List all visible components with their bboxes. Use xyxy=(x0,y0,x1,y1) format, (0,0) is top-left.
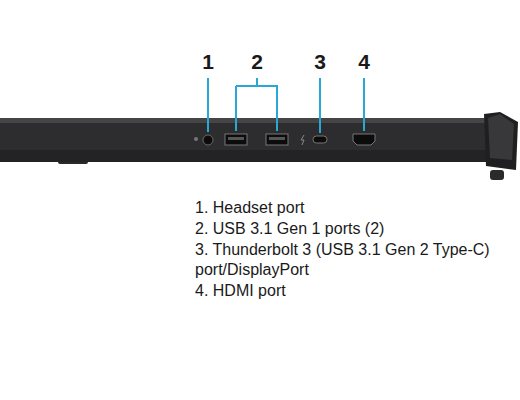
bracket xyxy=(236,85,278,87)
callout-number: 2 xyxy=(245,50,269,74)
leader-line xyxy=(235,86,237,131)
legend-item: 4. HDMI port xyxy=(195,281,507,301)
leader-line xyxy=(319,78,321,133)
leader-line xyxy=(207,78,209,132)
thunderbolt-port xyxy=(313,136,327,143)
leader-line xyxy=(256,78,258,86)
usb-port xyxy=(266,134,288,145)
callout-number: 3 xyxy=(308,50,332,74)
callout-number: 4 xyxy=(352,50,376,74)
rubber-foot xyxy=(490,170,504,180)
leader-line xyxy=(276,86,278,131)
legend-item: 1. Headset port xyxy=(195,198,507,218)
laptop-body xyxy=(0,118,488,162)
callout-number: 1 xyxy=(196,50,220,74)
usb-tongue xyxy=(269,137,285,140)
headset-icon xyxy=(194,137,198,141)
legend-item: 2. USB 3.1 Gen 1 ports (2) xyxy=(195,219,507,239)
usb-tongue xyxy=(228,137,244,140)
headset-jack xyxy=(203,135,213,145)
hinge xyxy=(484,112,518,170)
hdmi-port xyxy=(353,134,375,145)
thunderbolt-icon xyxy=(301,135,304,145)
body-bottom-edge xyxy=(0,150,488,162)
body-top-edge xyxy=(0,118,488,123)
hinge-face xyxy=(488,114,514,160)
leader-line xyxy=(363,78,365,131)
legend-item: 3. Thunderbolt 3 (USB 3.1 Gen 2 Type-C) … xyxy=(195,240,507,280)
usb-port xyxy=(225,134,247,145)
